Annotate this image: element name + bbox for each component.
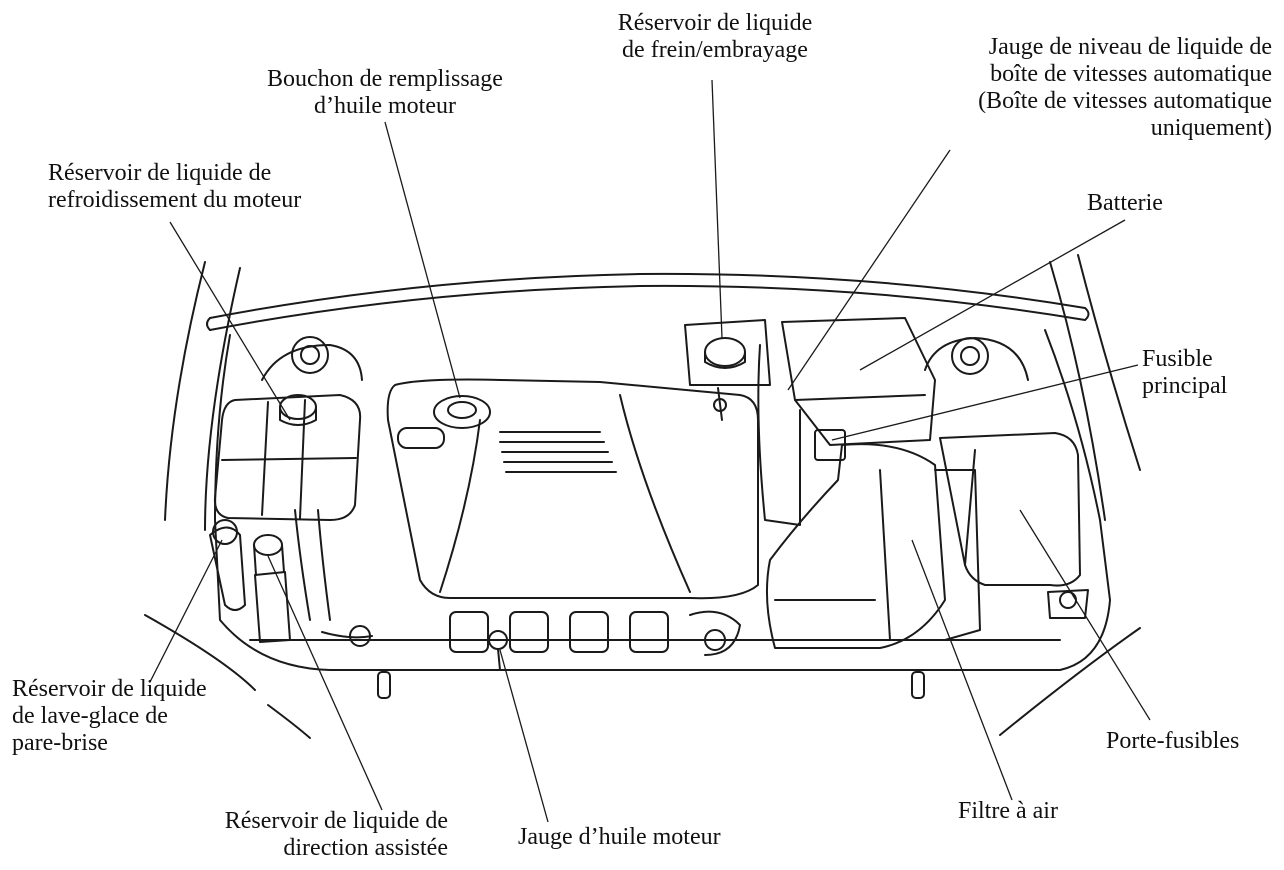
intake-runner-3 — [569, 611, 609, 653]
intake-runner-1 — [449, 611, 489, 653]
cowl-seal-end-right — [1084, 307, 1090, 321]
leader-battery — [859, 219, 1126, 371]
label-brake-fluid-reservoir: Réservoir de liquide de frein/embrayage — [617, 10, 813, 63]
air-filter-housing — [934, 469, 981, 641]
lower-hose — [321, 631, 373, 639]
power-steering-reservoir — [254, 571, 291, 643]
left-fender-inner — [204, 267, 241, 531]
right-strut-mount-inner — [960, 346, 980, 366]
atf-dipstick-icon — [713, 398, 727, 412]
label-battery: Batterie — [1087, 190, 1163, 216]
leader-coolant — [169, 221, 291, 421]
battery-box — [781, 317, 936, 446]
engine-cover-center-right — [619, 394, 691, 593]
leader-fuse-box — [1019, 509, 1151, 721]
washer-filler-neck — [209, 526, 246, 611]
lower-hose-clamp — [349, 625, 371, 647]
left-strut-mount-inner — [300, 345, 320, 365]
washer-cap-icon — [212, 519, 238, 545]
oil-filler-cap-icon — [433, 395, 491, 429]
fuse-box-lid-edge — [964, 449, 976, 566]
leader-air-filter — [911, 539, 1013, 801]
leader-main-fuse — [831, 364, 1139, 441]
power-steering-cap-icon — [253, 534, 283, 556]
front-engine-bits — [689, 610, 741, 656]
oil-dipstick-shaft — [497, 648, 501, 671]
engine-bay-outline — [214, 329, 1111, 671]
cowl-seal-top — [209, 272, 1086, 319]
intake-runner-4 — [629, 611, 669, 653]
engine-cover-slot — [397, 427, 445, 449]
battery-top-edge — [794, 394, 926, 401]
fuse-box-bracket — [1047, 589, 1089, 619]
atf-dipstick-handle — [717, 387, 723, 421]
leader-washer — [149, 539, 223, 683]
left-bumper-arc-2 — [267, 704, 311, 739]
label-air-filter: Filtre à air — [958, 798, 1058, 824]
air-filter-duct — [765, 443, 946, 649]
power-steering-neck — [253, 544, 285, 576]
engine-cover-center-left — [439, 419, 481, 593]
label-oil-dipstick: Jauge d’huile moteur — [518, 824, 721, 850]
brake-reservoir-housing — [684, 319, 771, 386]
coolant-hoses — [294, 509, 331, 621]
coolant-reservoir-body — [213, 394, 362, 521]
right-bumper-arc — [999, 627, 1141, 736]
cowl-seal-end-left — [206, 317, 211, 331]
intake-runner-2 — [509, 611, 549, 653]
label-coolant-reservoir: Réservoir de liquide de refroidissement … — [48, 160, 302, 213]
cowl-seal-bottom — [209, 284, 1086, 331]
leader-oil-dipstick — [499, 649, 549, 823]
coolant-cap-icon — [279, 394, 317, 420]
brake-reservoir-cap-side — [704, 351, 746, 369]
right-strut-mount — [951, 337, 989, 375]
left-bumper-arc — [144, 614, 256, 691]
bump-stop-left — [377, 671, 391, 699]
label-main-fuse: Fusible principal — [1142, 346, 1228, 399]
right-fender-inner — [1049, 261, 1106, 521]
label-fuse-box: Porte-fusibles — [1106, 728, 1240, 754]
label-power-steering-reservoir: Réservoir de liquide de direction assist… — [224, 808, 448, 861]
coolant-reservoir-ridge-3 — [221, 457, 357, 461]
air-filter-duct-inner — [774, 469, 891, 641]
left-strut-mount — [291, 336, 329, 374]
label-atf-dipstick: Jauge de niveau de liquide de boîte de v… — [978, 34, 1272, 141]
bump-stop-right — [911, 671, 925, 699]
right-fender-outer — [1077, 254, 1141, 471]
engine-cover — [386, 378, 759, 600]
label-washer-reservoir: Réservoir de liquide de lave-glace de pa… — [12, 676, 207, 756]
oil-filler-cap-inner — [447, 401, 477, 419]
fuse-box-bolt — [1059, 591, 1077, 609]
coolant-cap-side — [279, 406, 317, 426]
label-oil-filler-cap: Bouchon de remplissage d’huile moteur — [267, 66, 503, 119]
left-fender-outer — [164, 261, 206, 521]
leader-atf-dipstick — [787, 149, 951, 391]
left-strut-tower — [261, 344, 363, 381]
leader-brake-fluid — [711, 79, 723, 339]
battery-side — [757, 344, 801, 526]
brake-reservoir-cap-icon — [704, 337, 746, 367]
fuse-box-body — [939, 432, 1081, 587]
leader-oil-filler-cap — [384, 121, 461, 399]
front-pulley — [704, 629, 726, 651]
leader-power-steering — [267, 555, 383, 811]
